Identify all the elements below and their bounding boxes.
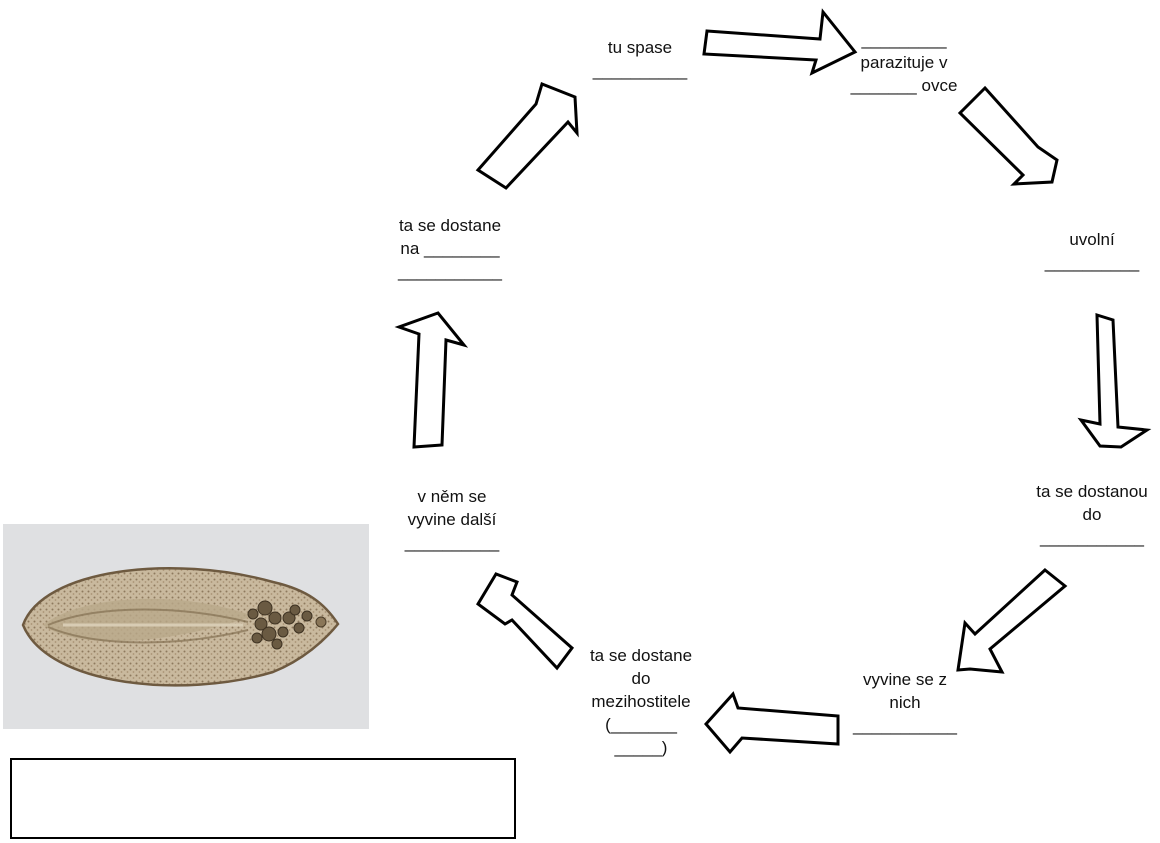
label-vyvine-dalsi: v něm se vyvine další __________ [404,487,500,552]
arrow-upper-left [475,82,579,190]
label-mezihostitele: ta se dostane do mezihostitele (_______ … [589,646,693,757]
arrow-top [702,8,858,76]
arrow-upper-right [957,85,1059,186]
label-dostanou-do: ta se dostanou do ___________ [1036,482,1148,547]
label-dostane-na: ta se dostane na ________ ___________ [397,216,502,281]
arrow-right [1077,312,1152,449]
arrow-lower-right [956,568,1068,674]
answer-box[interactable] [10,758,516,839]
label-tu-spase: tu spase __________ [592,38,688,80]
label-vyvine-z-nich: vyvine se z nich ___________ [852,670,957,735]
arrow-lower-left [476,572,575,671]
arrow-left [394,311,469,449]
arrow-bottom [704,691,840,755]
fluke-image [3,524,369,729]
label-uvolni: uvolní __________ [1044,230,1140,272]
label-parazituje: _________ parazituje v _______ ovce [850,30,958,95]
